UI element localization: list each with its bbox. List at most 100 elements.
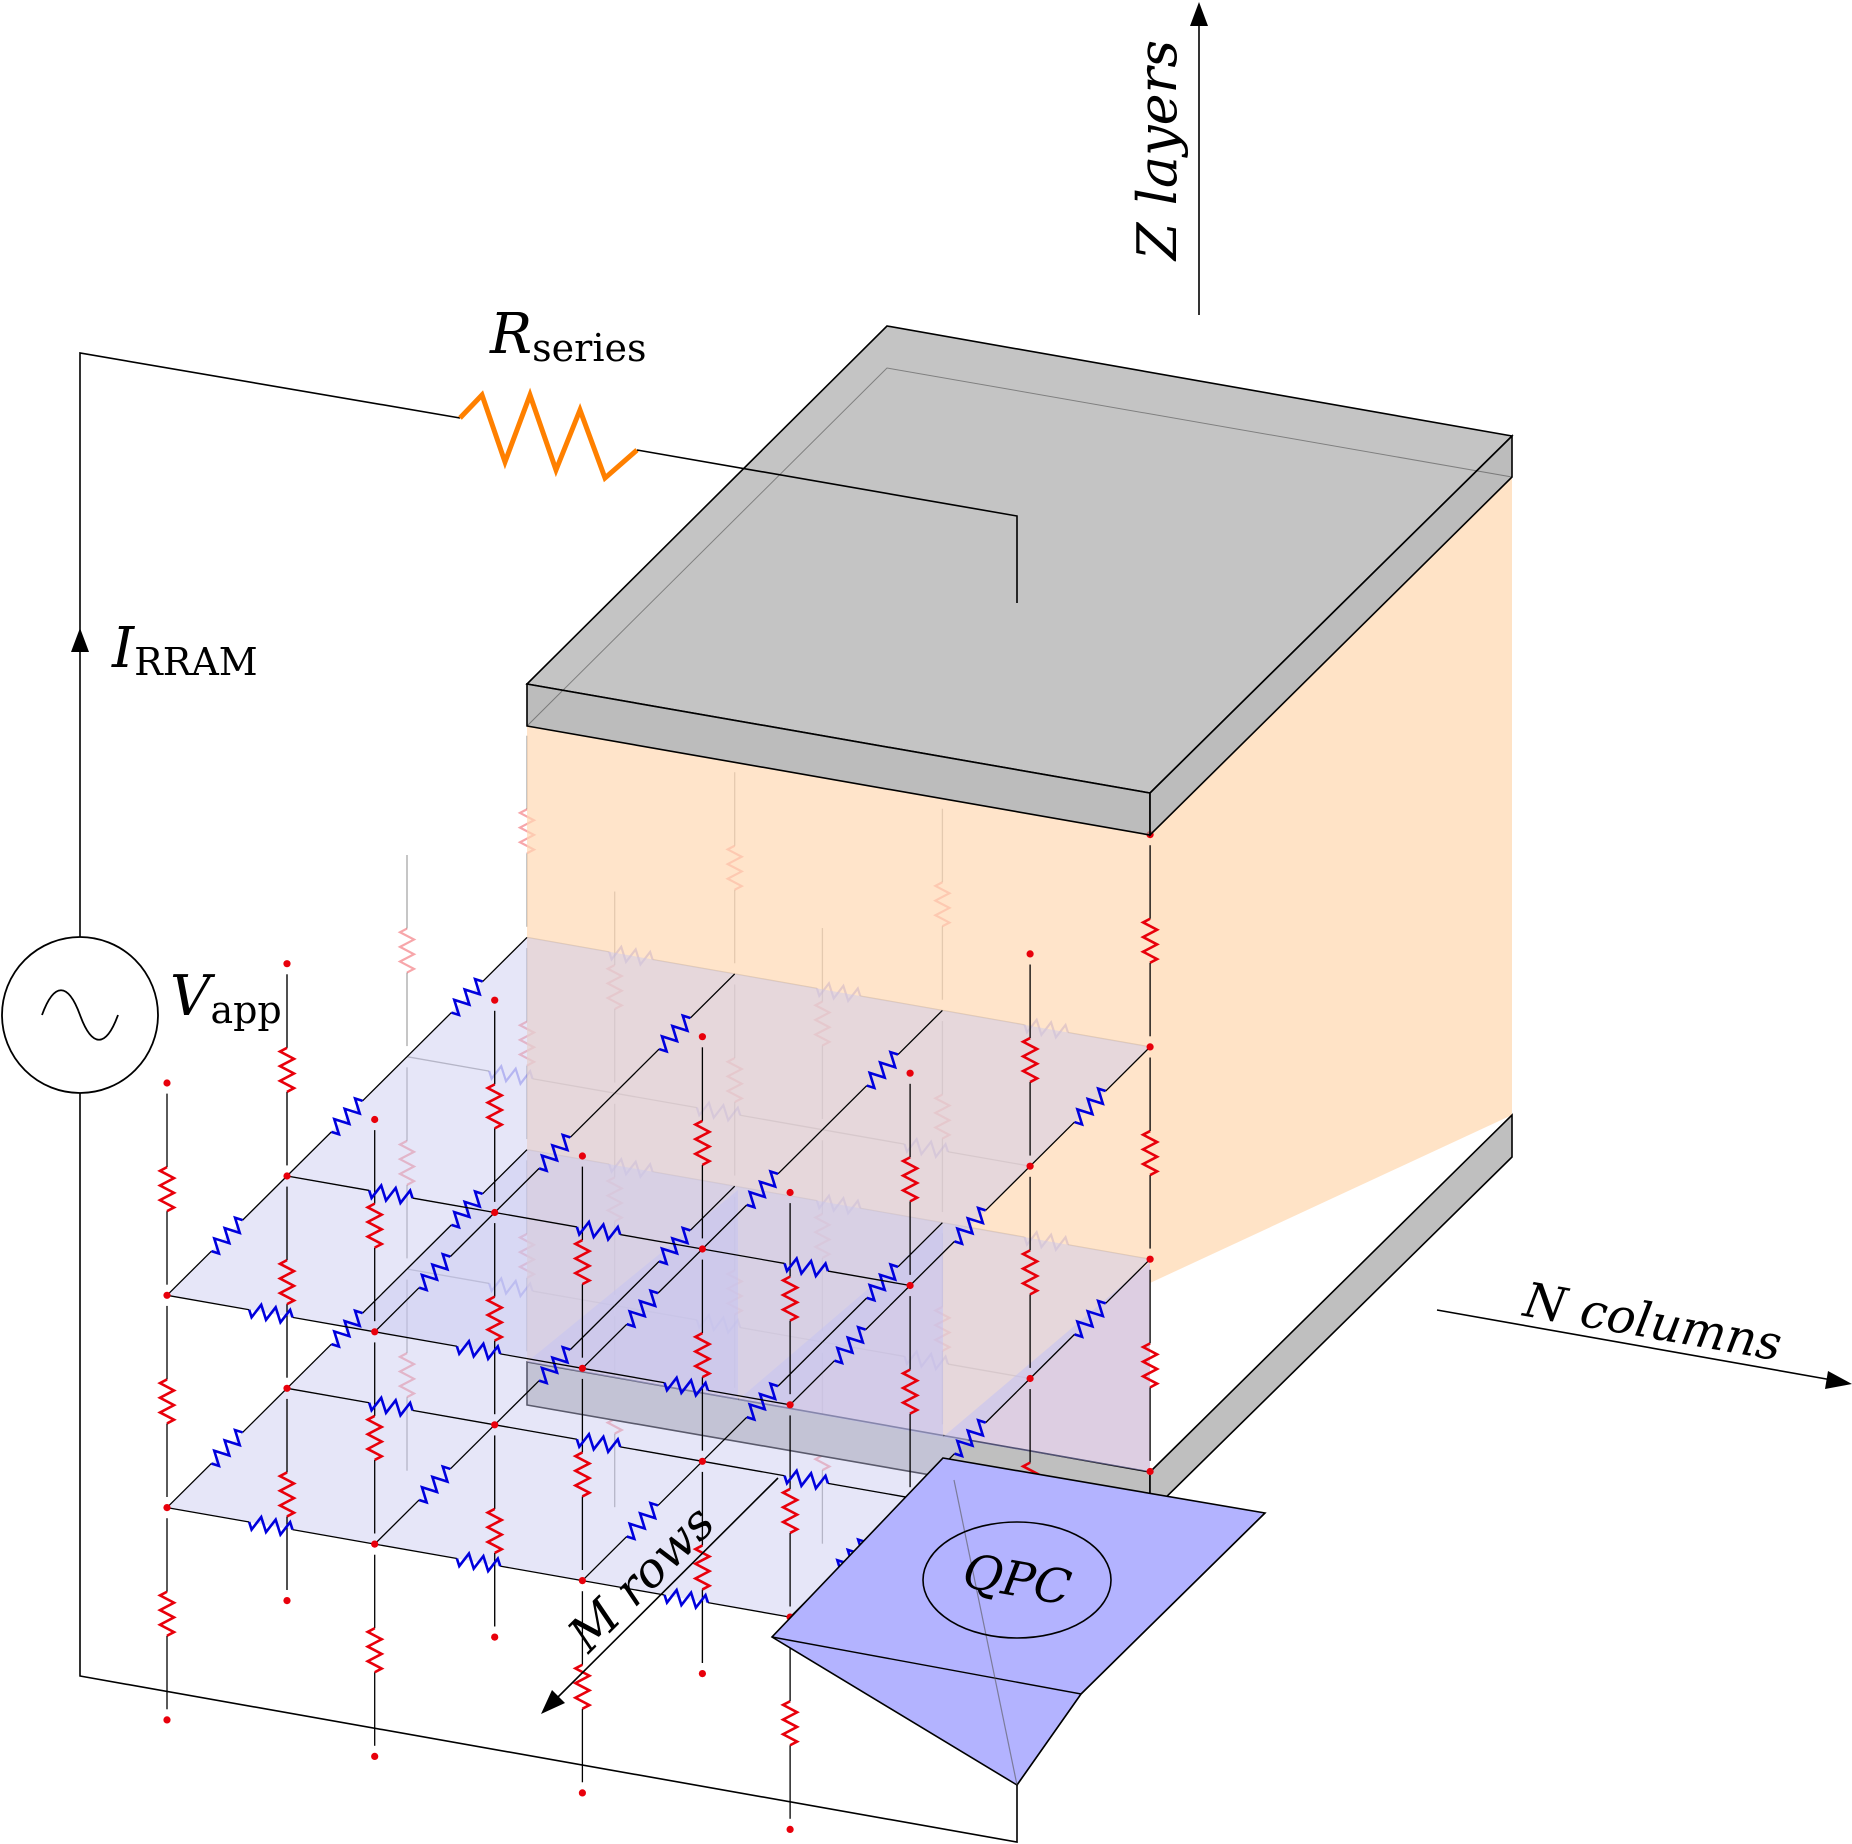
resistor-zigzag <box>866 1262 899 1303</box>
resistor-lead <box>374 1287 420 1333</box>
qpc-hidden-wire <box>953 1479 1018 1786</box>
resistor-lead <box>581 1535 628 1582</box>
resistor-zigzag <box>277 1046 297 1094</box>
lateral-resistor <box>166 1506 375 1545</box>
qpc-fold-edge <box>1016 1693 1082 1786</box>
lattice-node <box>578 1152 587 1160</box>
resistor-lead <box>821 1085 868 1131</box>
resistor-zigzag <box>211 1215 243 1256</box>
resistor-zigzag <box>746 1169 779 1210</box>
lateral-resistor <box>374 1424 496 1545</box>
resistor-zigzag <box>572 1663 593 1710</box>
top-electrode-inner-edge <box>526 367 1513 727</box>
lateral-resistor <box>909 1165 1031 1286</box>
lattice-node <box>283 960 291 968</box>
resistor-lead <box>412 1409 495 1426</box>
resistor-lead <box>701 1416 748 1462</box>
resistor-zigzag <box>397 1139 417 1186</box>
resistor-zigzag <box>364 1202 385 1249</box>
n-axis-label: N columns <box>1519 1272 1786 1373</box>
resistor-zigzag <box>331 1096 363 1137</box>
resistor-lead <box>242 1175 288 1221</box>
resistor-zigzag <box>484 1507 505 1555</box>
resistor-zigzag <box>692 1119 713 1167</box>
lateral-resistor <box>1029 1046 1151 1167</box>
resistor-lead <box>620 1233 703 1250</box>
lattice-node <box>1146 1467 1154 1476</box>
resistor-lead <box>1029 1121 1075 1167</box>
lattice-node <box>1026 1374 1034 1383</box>
lattice-node <box>698 1245 707 1253</box>
vertical-resistor <box>780 1415 800 1607</box>
resistor-zigzag <box>572 1238 593 1286</box>
resistor-zigzag <box>418 1464 451 1505</box>
resistor-zigzag <box>783 1255 830 1279</box>
resistor-lead <box>494 1424 577 1440</box>
lateral-resistor <box>581 1248 703 1369</box>
resistor-zigzag <box>954 1205 987 1246</box>
resistor-lead <box>569 1305 616 1351</box>
resistor-lead <box>909 1240 955 1286</box>
resistor-lead <box>1029 1333 1075 1379</box>
lateral-resistor <box>286 1175 495 1214</box>
lattice-node <box>491 1421 499 1429</box>
lattice-node <box>163 1079 171 1087</box>
vertical-resistor <box>364 1554 385 1746</box>
vertical-resistor <box>277 1186 297 1378</box>
vertical-resistor <box>157 1518 177 1710</box>
lattice-node <box>371 1540 379 1548</box>
m-axis-line <box>554 1477 779 1701</box>
lattice-node <box>698 1670 707 1678</box>
lattice-node <box>906 1281 914 1290</box>
vertical-resistor <box>900 1083 920 1275</box>
resistor-zigzag <box>572 1451 593 1498</box>
vertical-resistor <box>780 1203 800 1395</box>
resistor-lead <box>292 1316 375 1333</box>
lattice-node <box>163 1291 171 1299</box>
resistor-lead <box>406 1224 452 1270</box>
resistor-lead <box>500 1353 583 1369</box>
resistor-zigzag <box>277 1471 297 1518</box>
resistor-lead <box>582 1579 665 1596</box>
lateral-resistor <box>1029 1258 1151 1379</box>
right-side-face <box>1150 477 1512 1283</box>
resistor-zigzag <box>418 1252 451 1293</box>
lateral-resistor <box>494 1092 616 1213</box>
resistor-zigzag <box>834 1325 867 1366</box>
resistor-lead <box>689 1185 736 1231</box>
hidden-vertical-resistor <box>397 855 417 1047</box>
resistor-zigzag <box>780 1275 800 1322</box>
resistor-lead <box>166 1506 250 1523</box>
resistor-zigzag <box>658 1225 691 1266</box>
lattice-node <box>283 1597 291 1605</box>
lateral-resistor <box>702 1248 911 1287</box>
n-axis-line <box>1436 1309 1833 1381</box>
resistor-zigzag <box>663 1587 710 1611</box>
lateral-resistor <box>286 1056 408 1177</box>
lattice-node <box>283 1384 291 1392</box>
resistor-lead <box>374 1499 420 1545</box>
resistor-zigzag <box>1140 1342 1160 1389</box>
lattice-node <box>698 1457 707 1465</box>
resistor-zigzag <box>364 1627 385 1674</box>
vertical-resistor <box>484 1435 505 1627</box>
resistor-lead <box>494 1380 540 1426</box>
r-series-label: Rseries <box>489 302 646 370</box>
lateral-resistor <box>494 1424 703 1462</box>
lateral-resistor <box>406 936 528 1058</box>
resistor-zigzag <box>1020 1036 1040 1084</box>
resistor-zigzag <box>484 1083 505 1130</box>
resistor-lead <box>897 1009 943 1056</box>
lateral-resistor <box>701 1341 823 1462</box>
resistor-lead <box>494 1167 540 1213</box>
hidden-vertical-resistor <box>397 1279 417 1471</box>
lateral-resistor <box>582 1579 791 1618</box>
resistor-lead <box>166 1462 212 1509</box>
lateral-resistor <box>702 1460 911 1499</box>
resistor-lead <box>581 1323 628 1369</box>
resistor-zigzag <box>455 1338 502 1362</box>
lattice-node <box>491 996 499 1004</box>
lattice-node <box>1026 1162 1034 1170</box>
resistor-zigzag <box>780 1487 800 1535</box>
